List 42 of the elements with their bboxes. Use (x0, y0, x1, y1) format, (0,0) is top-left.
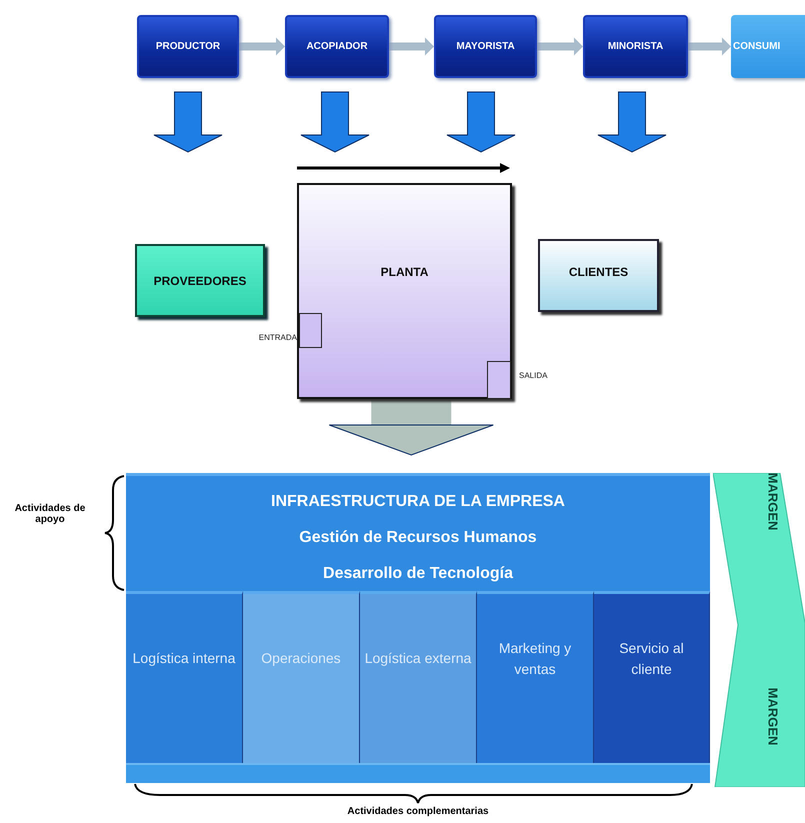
process-box (583, 15, 688, 78)
margin-chevron (713, 473, 805, 787)
margin-label: MARGEN (766, 688, 780, 746)
brace-label: Actividades de apoyo (14, 503, 86, 525)
stage-label: ACOPIADOR (306, 41, 368, 52)
process-box (285, 15, 389, 78)
flow-arrow (389, 38, 434, 56)
stage-label: MINORISTA (608, 41, 664, 52)
support-activity-label: INFRAESTRUCTURA DE LA EMPRESA (271, 492, 565, 512)
support-activity-label: Gestión de Recursos Humanos (299, 528, 537, 548)
primary-activity-column (477, 591, 594, 763)
flow-arrow (537, 38, 583, 56)
box-label: CLIENTES (568, 265, 628, 279)
activity-label: Logística interna (132, 649, 236, 668)
box-label: PROVEEDORES (154, 274, 246, 288)
client-box (538, 239, 659, 312)
block-arrow (328, 400, 494, 456)
process-box (731, 15, 805, 78)
support-activity-label: Desarrollo de Tecnología (323, 564, 513, 584)
support-activities-band (126, 473, 710, 591)
process-box (137, 15, 239, 78)
activity-label: Operaciones (260, 649, 342, 668)
activity-label: Marketing y ventas (498, 638, 572, 678)
exit-label: SALIDA (519, 371, 548, 380)
stage-label: MAYORISTA (456, 41, 515, 52)
process-box (434, 15, 537, 78)
activity-label: Logística externa (364, 649, 472, 668)
stage-label: CONSUMI (733, 41, 780, 52)
primary-activity-column (126, 591, 243, 763)
flow-arrow (239, 38, 285, 56)
primary-activity-column (360, 591, 477, 763)
brace-label: Actividades complementarias (346, 806, 490, 817)
box-label: PLANTA (380, 265, 428, 279)
supplier-box (135, 244, 265, 317)
activity-label: Servicio al cliente (618, 638, 685, 678)
margin-label: MARGEN (766, 472, 780, 530)
stage-label: PRODUCTOR (156, 41, 220, 52)
primary-activity-column (594, 591, 710, 763)
entrance-label: ENTRADA (258, 333, 297, 342)
primary-activity-column (243, 591, 360, 763)
base-bar (126, 763, 710, 783)
flow-arrow (688, 38, 731, 56)
